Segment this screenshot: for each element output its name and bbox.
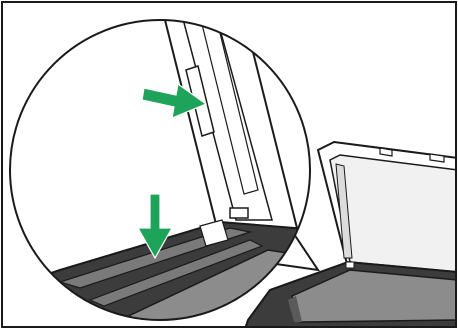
scanner-marker [346, 262, 354, 268]
scanner-lid-hinge-top2 [430, 154, 444, 162]
lid-tab [230, 208, 248, 218]
scanner-lid-hinge-top [380, 148, 392, 156]
